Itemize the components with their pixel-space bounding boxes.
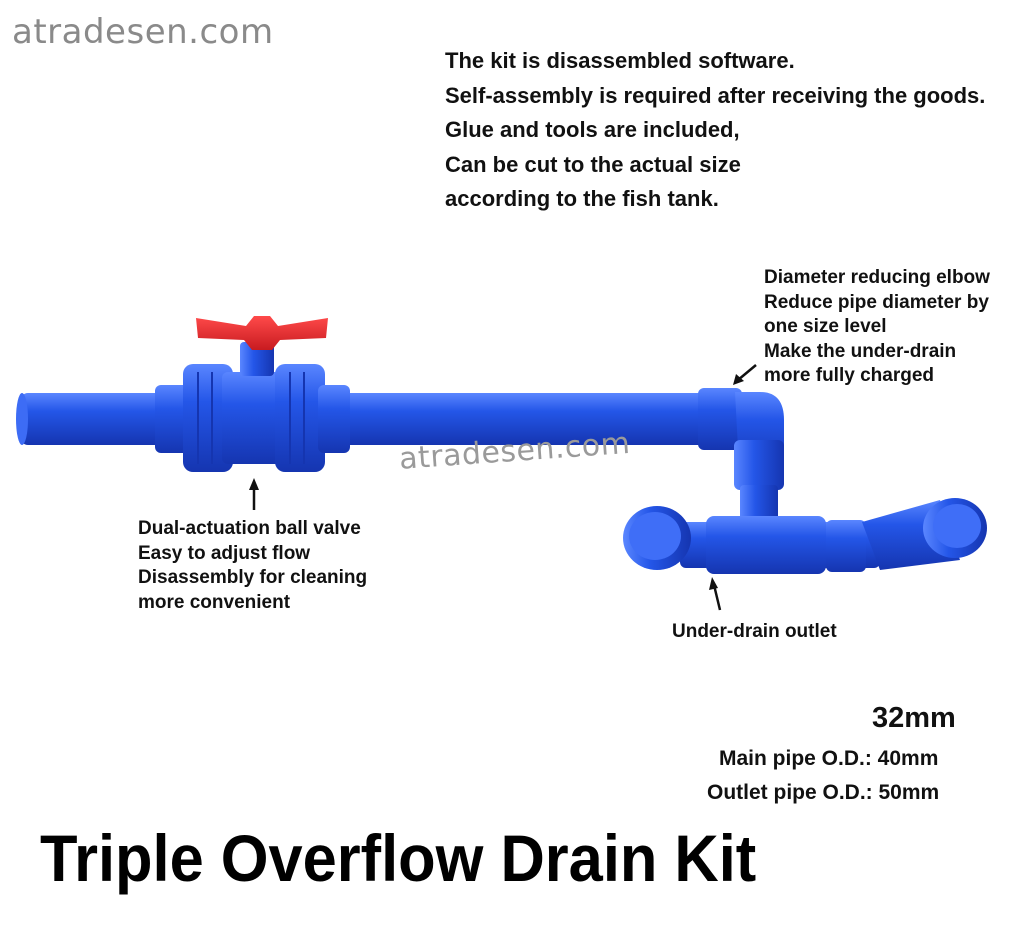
reducing-elbow (698, 388, 784, 525)
intro-line: The kit is disassembled software. (445, 48, 795, 73)
intro-text: The kit is disassembled software. Self-a… (445, 44, 1020, 217)
arrow-outlet (709, 577, 722, 611)
callout-line: Diameter reducing elbow (764, 267, 990, 288)
spec-outlet-pipe: Outlet pipe O.D.: 50mm (707, 781, 940, 804)
callout-line: more fully charged (764, 365, 934, 386)
callout-line: Easy to adjust flow (138, 542, 311, 564)
callout-line: Make the under-drain (764, 340, 957, 362)
callout-line: Reduce pipe diameter by (764, 291, 989, 313)
callout-line: Dual-actuation ball valve (138, 518, 361, 539)
intro-line: Self-assembly is required after receivin… (445, 82, 986, 108)
intro-line: according to the fish tank. (445, 186, 719, 211)
arrow-elbow (733, 364, 757, 385)
callout-outlet: Under-drain outlet (672, 620, 837, 645)
callout-line: Under-drain outlet (672, 621, 837, 642)
watermark-top: atradesen.com (12, 12, 274, 52)
product-title: Triple Overflow Drain Kit (40, 821, 757, 895)
under-drain-tee (623, 498, 987, 574)
callout-line: more convenient (138, 591, 291, 613)
callout-line: Disassembly for cleaning (138, 567, 368, 588)
callout-elbow: Diameter reducing elbow Reduce pipe diam… (764, 266, 990, 389)
valve-handle (196, 316, 328, 350)
intro-line: Can be cut to the actual size (445, 151, 741, 177)
arrow-valve (249, 478, 259, 510)
callout-valve: Dual-actuation ball valve Easy to adjust… (138, 517, 367, 615)
spec-main-pipe: Main pipe O.D.: 40mm (719, 747, 939, 770)
ball-valve (155, 342, 350, 472)
intro-line: Glue and tools are included, (445, 117, 740, 142)
callout-line: one size level (764, 316, 887, 337)
spec-heading: 32mm (872, 702, 956, 734)
